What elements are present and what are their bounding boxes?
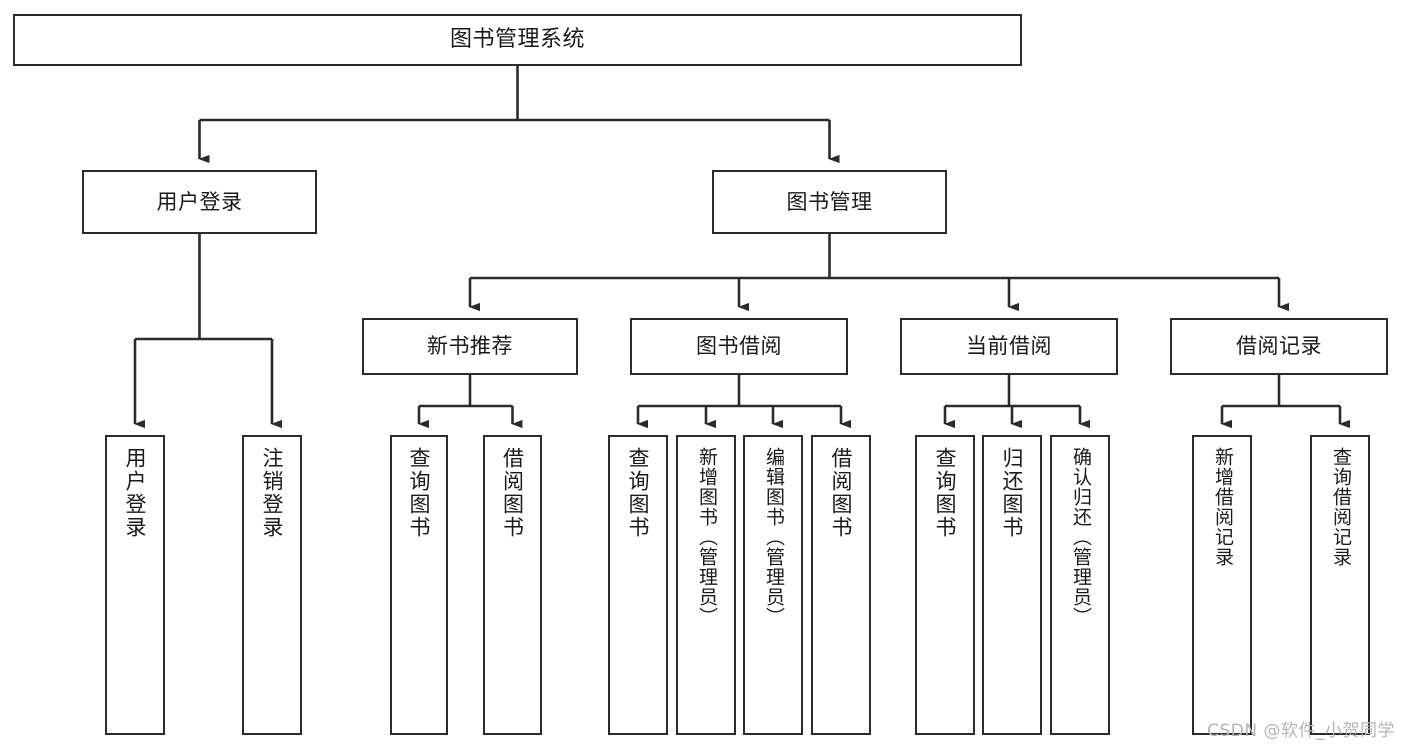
node-current-borrow[interactable]: 当前借阅 [900, 318, 1118, 375]
node-book-borrow[interactable]: 图书借阅 [630, 318, 848, 375]
node-label: 编辑图书（管理员） [762, 447, 785, 627]
node-leaf-nbr-query[interactable]: 查询图书 [390, 435, 448, 735]
node-label: 图书借阅 [696, 334, 782, 359]
node-label: 借阅图书 [829, 447, 854, 539]
node-label: 归还图书 [1000, 447, 1025, 539]
node-leaf-br-query[interactable]: 查询借阅记录 [1310, 435, 1370, 735]
node-new-book-rec[interactable]: 新书推荐 [362, 318, 578, 375]
node-borrow-record[interactable]: 借阅记录 [1170, 318, 1388, 375]
node-label: 新书推荐 [427, 334, 513, 359]
node-label: 图书管理系统 [449, 27, 585, 53]
node-leaf-nbr-borrow[interactable]: 借阅图书 [483, 435, 542, 735]
node-label: 注销登录 [260, 447, 285, 539]
node-label: 查询借阅记录 [1329, 447, 1352, 567]
node-leaf-cb-query[interactable]: 查询图书 [915, 435, 975, 735]
node-label: 借阅记录 [1236, 334, 1322, 359]
node-label: 查询图书 [626, 447, 651, 539]
node-leaf-bb-add[interactable]: 新增图书（管理员） [676, 435, 736, 735]
node-user-login[interactable]: 用户登录 [82, 170, 317, 234]
node-root[interactable]: 图书管理系统 [13, 14, 1022, 66]
node-label: 查询图书 [933, 447, 958, 539]
node-label: 新增借阅记录 [1211, 447, 1234, 567]
node-leaf-user-logout[interactable]: 注销登录 [242, 435, 302, 735]
node-leaf-cb-return[interactable]: 归还图书 [982, 435, 1042, 735]
node-label: 用户登录 [156, 189, 243, 214]
node-label: 当前借阅 [966, 334, 1052, 359]
node-book-manage[interactable]: 图书管理 [712, 170, 947, 234]
node-label: 新增图书（管理员） [695, 447, 718, 627]
node-leaf-bb-edit[interactable]: 编辑图书（管理员） [743, 435, 803, 735]
node-leaf-br-add[interactable]: 新增借阅记录 [1192, 435, 1252, 735]
node-label: 用户登录 [123, 447, 148, 539]
node-leaf-bb-borrow[interactable]: 借阅图书 [811, 435, 871, 735]
node-label: 查询图书 [407, 447, 432, 539]
node-label: 借阅图书 [500, 447, 525, 539]
node-leaf-user-login[interactable]: 用户登录 [105, 435, 165, 735]
node-leaf-cb-confirm[interactable]: 确认归还（管理员） [1050, 435, 1110, 735]
watermark: CSDN @软件_小贺同学 [1207, 721, 1395, 741]
node-label: 确认归还（管理员） [1069, 447, 1092, 627]
node-label: 图书管理 [786, 189, 873, 214]
node-leaf-bb-query[interactable]: 查询图书 [608, 435, 668, 735]
